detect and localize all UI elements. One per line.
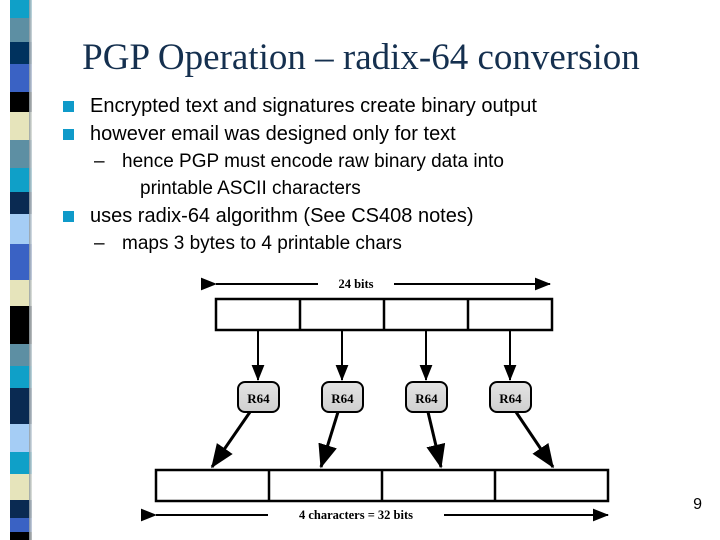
page-number: 9 [693, 496, 702, 513]
color-swatch [10, 424, 32, 452]
bottom-dimension-label: 4 characters = 32 bits [299, 508, 413, 522]
bullet-item: uses radix-64 algorithm (See CS408 notes… [58, 202, 678, 230]
top-bit-box [214, 297, 554, 332]
r64-processor: R64 [237, 381, 280, 413]
dash-bullet-icon: – [94, 151, 105, 172]
color-swatch [10, 168, 32, 192]
r64-label: R64 [247, 391, 270, 406]
square-bullet-icon [63, 129, 74, 140]
sub-bullet-item: – hence PGP must encode raw binary data … [58, 148, 678, 175]
bullet-text: Encrypted text and signatures create bin… [90, 95, 537, 117]
radix64-diagram: 24 bits R64 R64 [0, 270, 720, 525]
color-swatch [10, 388, 32, 424]
color-swatch [10, 214, 32, 244]
square-bullet-icon [63, 211, 74, 222]
color-swatch [10, 518, 32, 532]
color-swatch [10, 192, 32, 214]
color-swatch [10, 280, 32, 306]
color-bar-right-edge [29, 0, 32, 540]
decorative-color-bar [10, 0, 32, 540]
color-swatch [10, 244, 32, 280]
color-swatch [10, 64, 32, 92]
r64-processor: R64 [321, 381, 364, 413]
bullet-item: however email was designed only for text [58, 120, 678, 148]
page-title: PGP Operation – radix-64 conversion [82, 37, 640, 78]
r64-label: R64 [499, 391, 522, 406]
top-dimension-label: 24 bits [338, 277, 373, 291]
color-swatch [10, 18, 32, 42]
color-swatch [10, 474, 32, 500]
r64-label: R64 [415, 391, 438, 406]
color-swatch [10, 140, 32, 168]
color-swatch [10, 112, 32, 140]
sub-bullet-text: printable ASCII characters [140, 178, 361, 199]
square-bullet-icon [63, 101, 74, 112]
color-swatch [10, 42, 32, 64]
color-swatch [10, 344, 32, 366]
r64-label: R64 [331, 391, 354, 406]
sub-bullet-continuation: printable ASCII characters [58, 175, 678, 202]
sub-bullet-item: – maps 3 bytes to 4 printable chars [58, 230, 678, 257]
sub-bullet-text: hence PGP must encode raw binary data in… [122, 151, 504, 172]
color-swatch [10, 306, 32, 344]
bullet-list: Encrypted text and signatures create bin… [58, 92, 678, 257]
color-swatch [10, 452, 32, 474]
bullet-text: uses radix-64 algorithm (See CS408 notes… [90, 205, 474, 227]
color-swatch [10, 532, 32, 540]
bullet-item: Encrypted text and signatures create bin… [58, 92, 678, 120]
sub-bullet-text: maps 3 bytes to 4 printable chars [122, 233, 402, 254]
r64-to-bottom-arrows [210, 411, 555, 469]
bottom-character-box [154, 468, 610, 503]
r64-processor: R64 [489, 381, 532, 413]
color-swatch [10, 0, 32, 18]
r64-processor: R64 [405, 381, 448, 413]
color-swatch [10, 366, 32, 388]
bullet-text: however email was designed only for text [90, 123, 456, 145]
color-swatch [10, 500, 32, 518]
top-to-r64-arrows [251, 330, 517, 381]
color-swatch [10, 92, 32, 112]
dash-bullet-icon: – [94, 233, 105, 254]
